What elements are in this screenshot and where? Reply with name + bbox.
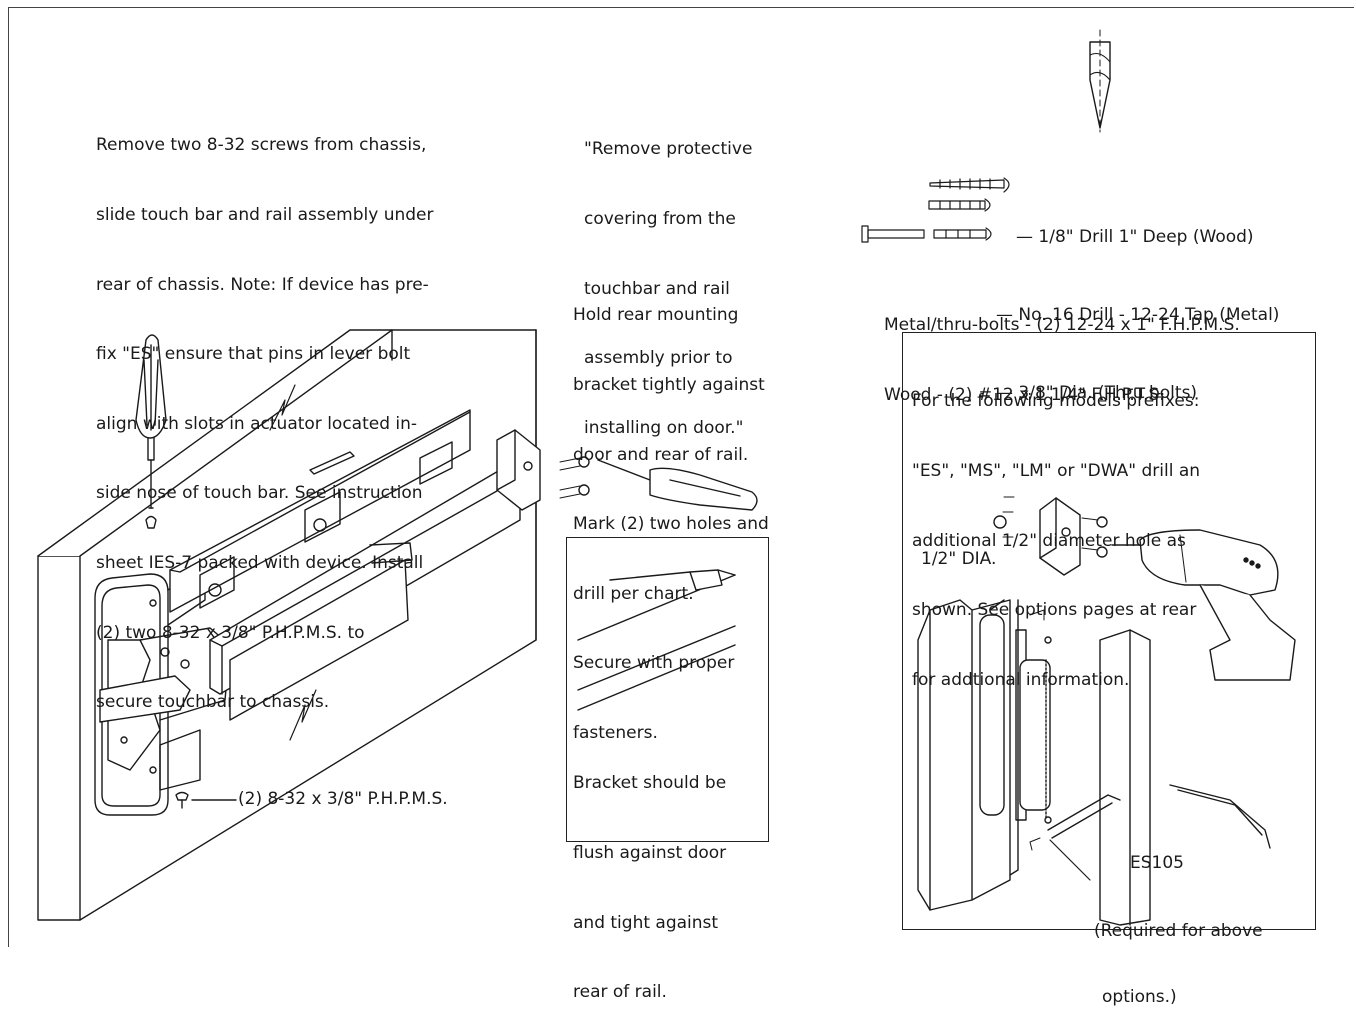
chassis	[94, 564, 231, 816]
options-box	[902, 332, 1316, 930]
main-instructions-line: align with slots in actuator located in-	[96, 413, 418, 434]
options-note-line: "ES", "MS", "LM" or "DWA" drill an	[912, 461, 1201, 482]
bracket-instructions-line: Mark (2) two holes and	[573, 514, 769, 535]
bracket-detail-note: Bracket should be flush against door and…	[573, 726, 726, 1028]
drill-chart-wood: — 1/8" Drill 1" Deep (Wood)	[1016, 227, 1254, 247]
bracket-detail-line: and tight against	[573, 912, 719, 933]
protective-note-line: "Remove protective	[584, 139, 753, 160]
options-illustration	[917, 496, 1296, 926]
protective-note-line: assembly prior to	[584, 348, 733, 369]
screw-label: (2) 8-32 x 3/8" P.H.P.M.S.	[238, 789, 448, 809]
part-note: (Required for above options.)	[1094, 876, 1263, 1030]
main-instructions-line: side nose of touch bar. See instruction	[96, 483, 423, 504]
bracket-instructions: Hold rear mounting bracket tightly again…	[573, 258, 769, 768]
drill-chart-thru-bolts: — 3/8" Dia. (Thru bolts)	[996, 383, 1198, 403]
fastener-spec-wood: Wood - (2) #12 x 1 1/4" F.H.P.T.S.	[884, 385, 1165, 406]
bracket-instructions-line: door and rear of rail.	[573, 444, 749, 465]
bracket-instructions-line: fasteners.	[573, 723, 658, 744]
main-instructions-line: slide touch bar and rail assembly under	[96, 205, 434, 226]
options-note-line: additional 1/2" diameter hole as	[912, 530, 1186, 551]
screwdriver-vertical	[135, 334, 167, 529]
drill-chart: — 1/8" Drill 1" Deep (Wood) — No. 16 Dri…	[996, 172, 1279, 432]
fastener-specs: Metal/thru-bolts - (2) 12-24 x 1" F.H.P.…	[884, 268, 1240, 430]
installation-illustration	[37, 29, 1296, 926]
main-instructions-line: secure touchbar to chassis.	[96, 692, 330, 713]
main-instructions-line: fix "ES" ensure that pins in lever bolt	[96, 344, 411, 365]
main-instructions-line: Remove two 8-32 screws from chassis,	[96, 135, 427, 156]
bracket-instructions-line: Secure with proper	[573, 653, 735, 674]
rear-bracket	[496, 429, 758, 511]
fastener-spec-metal: Metal/thru-bolts - (2) 12-24 x 1" F.H.P.…	[884, 315, 1240, 336]
main-instructions-line: (2) two 8-32 x 3/8" P.H.P.M.S. to	[96, 622, 365, 643]
part-note-line: options.)	[1102, 987, 1177, 1007]
main-instructions-line: sheet IES-7 packed with device. Install	[96, 553, 424, 574]
drill-chart-metal: — No. 16 Drill - 12-24 Tap (Metal)	[996, 305, 1280, 325]
door-panel	[37, 329, 537, 921]
protective-note-line: installing on door."	[584, 417, 744, 438]
bracket-instructions-line: drill per chart.	[573, 583, 694, 604]
small-screw	[175, 791, 237, 809]
document-frame	[8, 7, 1354, 947]
bracket-detail-box	[566, 537, 769, 842]
rail-assembly	[159, 409, 521, 791]
bracket-detail-line: Bracket should be	[573, 773, 727, 794]
main-instructions-line: rear of chassis. Note: If device has pre…	[96, 274, 429, 295]
part-note-line: (Required for above	[1094, 921, 1263, 941]
bracket-instructions-line: bracket tightly against	[573, 375, 765, 396]
bracket-detail-line: flush against door	[573, 843, 727, 864]
main-instructions: Remove two 8-32 screws from chassis, sli…	[96, 88, 434, 738]
hole-label: 1/2" DIA.	[921, 549, 997, 569]
bracket-detail	[577, 569, 736, 711]
options-note-line: shown. See options pages at rear	[912, 600, 1197, 621]
protective-note-line: covering from the	[584, 209, 736, 230]
options-note-line: For the following models prefixes:	[912, 391, 1200, 412]
bracket-detail-line: rear of rail.	[573, 982, 667, 1003]
options-note: For the following models prefixes: "ES",…	[912, 344, 1200, 715]
drill-bit	[1089, 29, 1111, 133]
drill-chart-icons	[861, 177, 1010, 243]
options-note-line: for addtional information.	[912, 669, 1130, 690]
bracket-instructions-line: Hold rear mounting	[573, 305, 739, 326]
protective-note-line: touchbar and rail	[584, 278, 730, 299]
protective-note: "Remove protective covering from the tou…	[584, 92, 752, 463]
part-label: ES105	[1130, 853, 1184, 873]
